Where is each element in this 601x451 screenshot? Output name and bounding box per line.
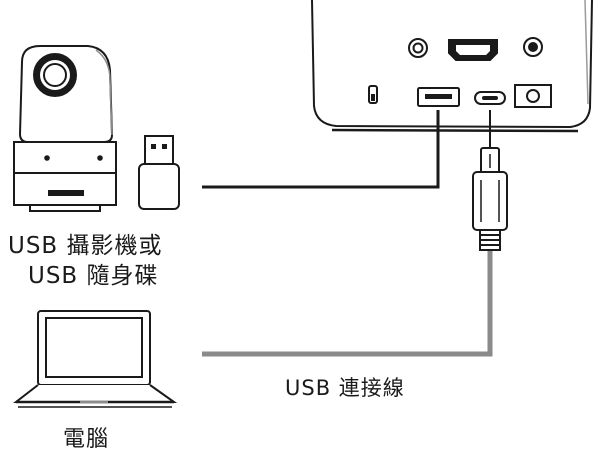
usb-c-port-icon xyxy=(474,91,506,105)
device-body-outline xyxy=(311,0,593,129)
audio-jack-port-icon xyxy=(408,38,428,58)
usb-a-port-icon xyxy=(417,87,460,107)
ptz-camera-icon xyxy=(13,45,117,212)
usb-a-connection-wire xyxy=(202,110,440,189)
usb-cable-label: USB 連接線 xyxy=(285,376,405,400)
usb-device-label-line-1: USB 攝影機或 xyxy=(8,233,163,259)
laptop-base xyxy=(13,384,178,403)
hdmi-port-icon xyxy=(448,39,498,61)
dc-power-port-icon xyxy=(523,37,543,57)
computer-label: 電腦 xyxy=(63,427,110,451)
main-device-rear-panel xyxy=(311,0,593,133)
usb-c-cable xyxy=(202,110,493,357)
usb-c-plug-icon xyxy=(472,147,508,251)
usb-device-label-line-2: USB 隨身碟 xyxy=(28,263,159,289)
dc-input-port-icon xyxy=(514,84,552,108)
usb-flash-drive-icon xyxy=(138,135,180,210)
laptop-computer-icon xyxy=(13,310,178,408)
device-side-shadow xyxy=(584,0,589,105)
device-base-line xyxy=(331,128,579,133)
toggle-switch-icon xyxy=(368,85,378,104)
